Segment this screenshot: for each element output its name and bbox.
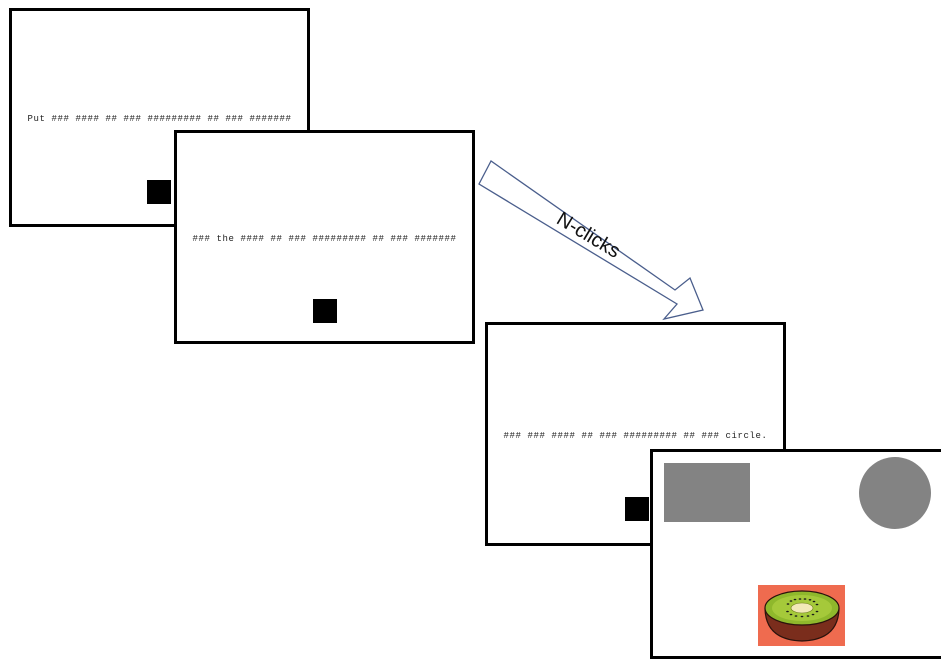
gray-rectangle-shape[interactable]	[664, 463, 750, 522]
sentence-text: Put ### #### ## ### ######### ## ### ###…	[12, 114, 307, 124]
sentence-screen-2: ### the #### ## ### ######### ## ### ###…	[174, 130, 475, 344]
click-square[interactable]	[625, 497, 649, 521]
kiwi-picture[interactable]	[758, 585, 845, 646]
sentence-text: ### the #### ## ### ######### ## ### ###…	[177, 234, 472, 244]
visual-display-screen	[650, 449, 941, 659]
gray-circle-shape[interactable]	[859, 457, 931, 529]
sentence-text: ### ### #### ## ### ######### ## ### cir…	[488, 431, 783, 441]
arrow-icon	[479, 161, 703, 319]
arrow-label: N-clicks	[553, 208, 624, 263]
kiwi-icon	[758, 585, 845, 646]
click-square[interactable]	[313, 299, 337, 323]
click-square[interactable]	[147, 180, 171, 204]
